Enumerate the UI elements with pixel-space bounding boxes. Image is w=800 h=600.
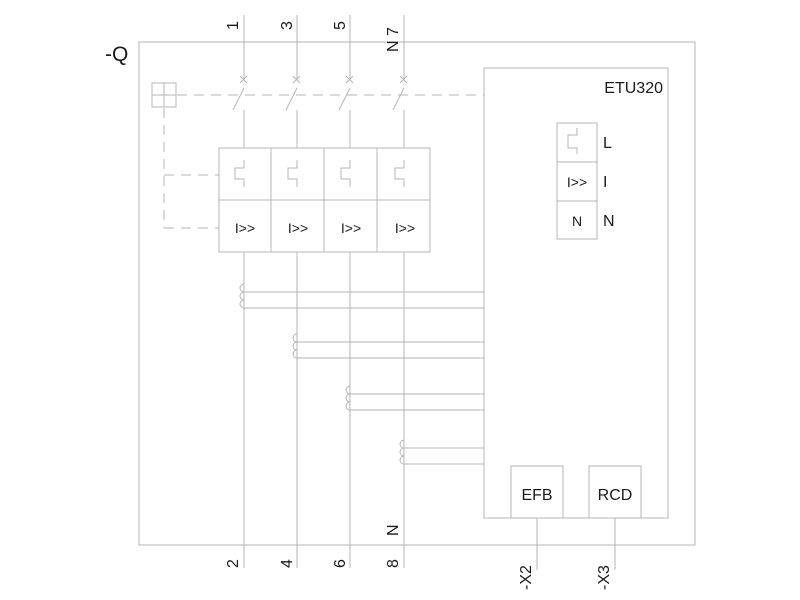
- current-transformer-1: [239, 283, 484, 309]
- short-circuit-release-1: I>>: [235, 220, 255, 236]
- function-label-n: N: [603, 213, 615, 230]
- current-transformer-4: [399, 439, 484, 465]
- overload-release-icon-3: [340, 160, 351, 187]
- terminal-label-5: 5: [332, 21, 349, 30]
- short-circuit-release-4: I>>: [395, 220, 415, 236]
- function-label-l: L: [603, 135, 612, 152]
- module-terminal-x2: -X2: [518, 565, 535, 590]
- module-terminal-x3: -X3: [596, 565, 613, 590]
- terminal-label-4: 4: [279, 559, 296, 568]
- release-block: I>> I>> I>> I>>: [218, 147, 431, 253]
- bottom-terminal-labels: 2 4 6 8 N: [225, 524, 402, 568]
- top-terminal-labels: 1 3 5 N 7: [225, 21, 402, 52]
- short-circuit-release-3: I>>: [341, 220, 361, 236]
- operating-mechanism-icon: [151, 82, 177, 108]
- terminal-label-1: 1: [225, 21, 242, 30]
- module-label-efb: EFB: [521, 487, 552, 504]
- rcd-module: [588, 465, 642, 519]
- trip-unit-box: [483, 67, 669, 519]
- breaker-housing: [138, 41, 696, 546]
- terminal-label-6: 6: [332, 559, 349, 568]
- overload-release-icon-4: [394, 160, 405, 187]
- main-contacts: [232, 75, 408, 118]
- long-time-function-icon: [567, 128, 578, 154]
- current-transformers: [239, 283, 484, 465]
- function-symbol-n: N: [572, 213, 582, 229]
- mechanical-linkage: [163, 94, 484, 229]
- terminal-label-n7: N 7: [385, 27, 402, 52]
- terminal-label-8: 8: [385, 559, 402, 568]
- short-circuit-release-2: I>>: [288, 220, 308, 236]
- device-label: -Q: [105, 43, 128, 66]
- current-transformer-3: [345, 385, 484, 411]
- neutral-marker-bottom: N: [385, 524, 402, 536]
- function-label-i: I: [603, 174, 607, 191]
- terminal-label-2: 2: [225, 559, 242, 568]
- function-symbol-i: I>>: [567, 174, 587, 190]
- overload-release-icon-2: [287, 160, 298, 187]
- overload-release-icon-1: [234, 160, 245, 187]
- module-label-rcd: RCD: [598, 487, 633, 504]
- trip-functions-table: I>> N L I N: [556, 122, 615, 240]
- trip-unit-modules: EFB RCD: [510, 465, 642, 570]
- current-transformer-2: [292, 333, 484, 359]
- trip-unit-name: ETU320: [604, 80, 663, 97]
- terminal-label-3: 3: [279, 21, 296, 30]
- efb-module: [510, 465, 564, 519]
